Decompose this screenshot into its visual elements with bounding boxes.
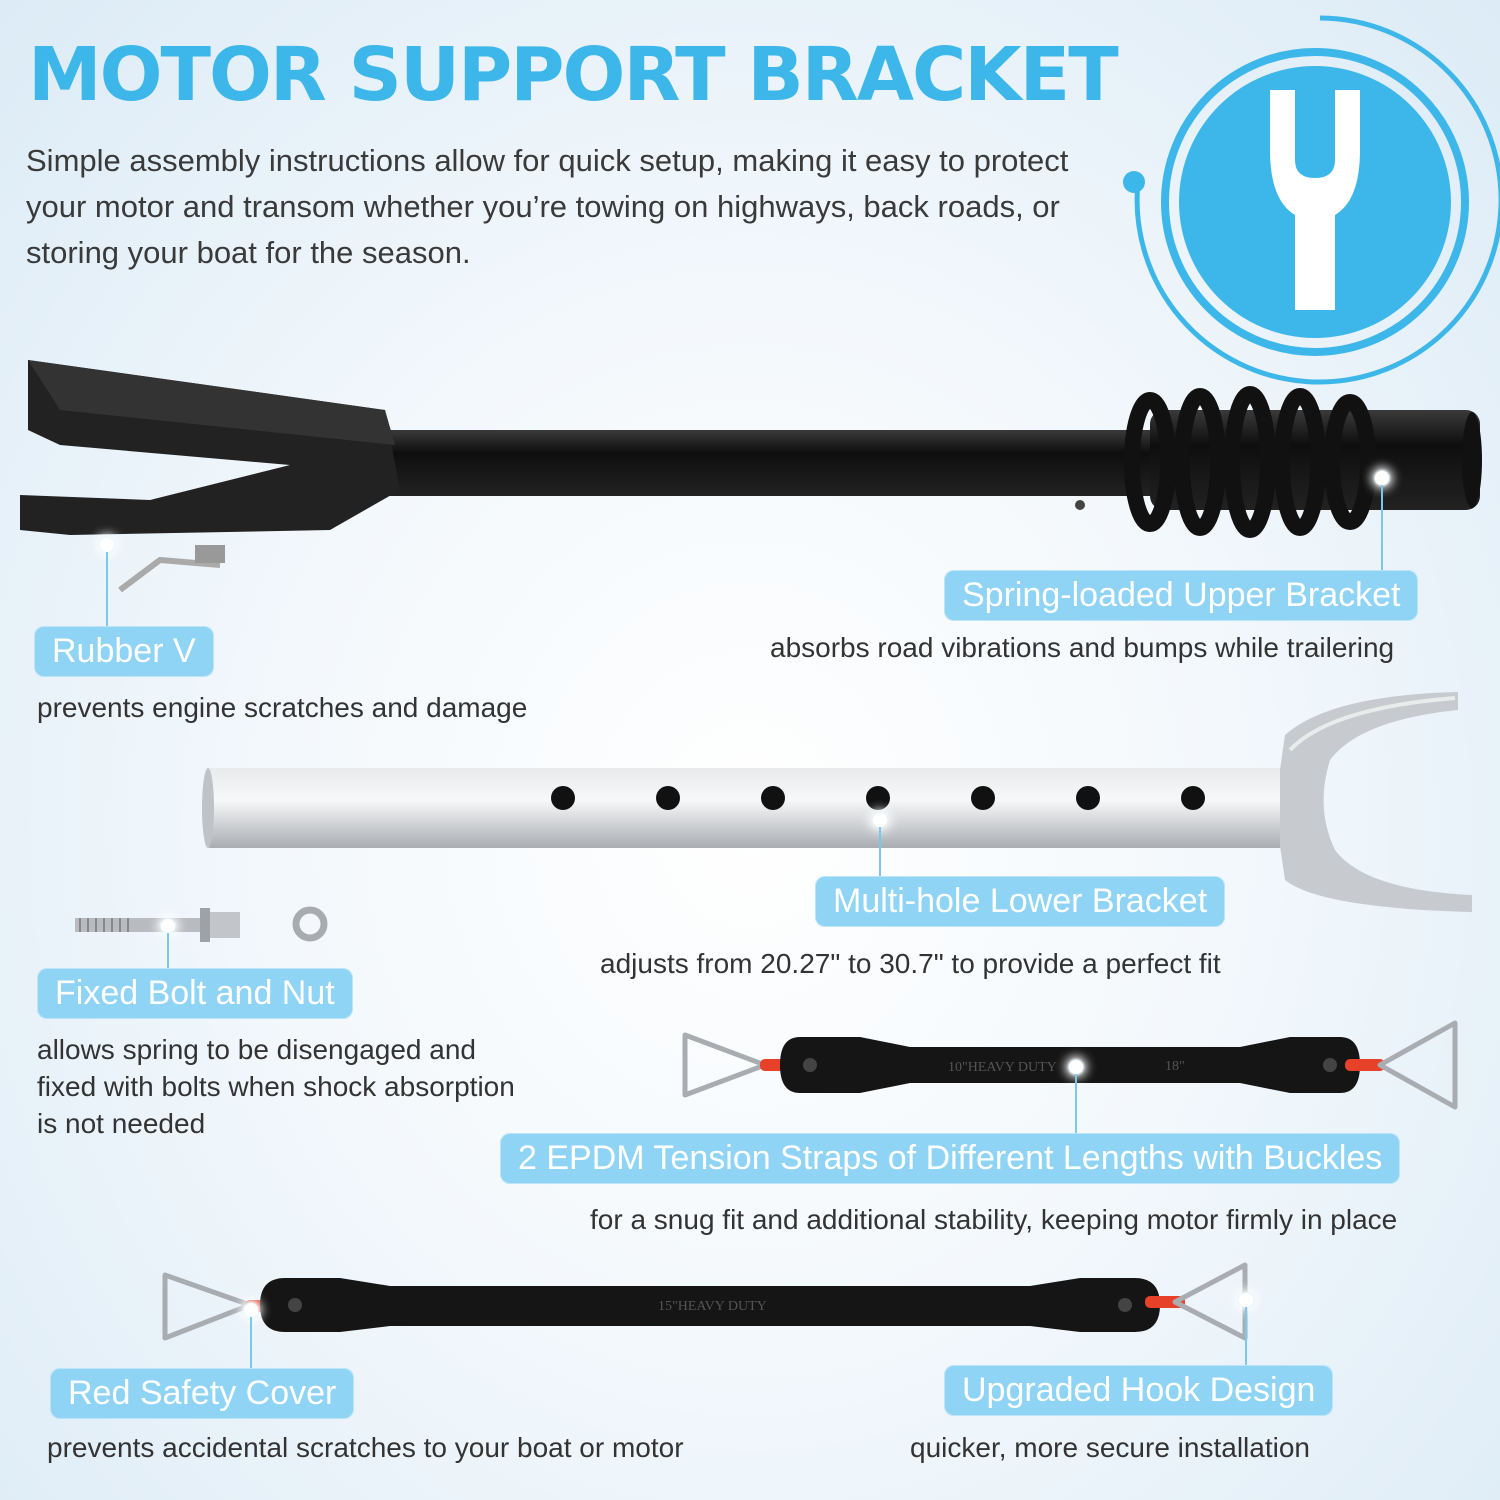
- short-strap-marking-left: 10"HEAVY DUTY: [948, 1060, 1057, 1075]
- wrench-icon: [1123, 15, 1500, 385]
- short-strap-marking-right: 18": [1165, 1059, 1185, 1074]
- safety-cover-desc: prevents accidental scratches to your bo…: [47, 1432, 684, 1463]
- bolt-nut-desc: allows spring to be disengaged and fixed…: [37, 1034, 515, 1139]
- straps-label: 2 EPDM Tension Straps of Different Lengt…: [500, 1133, 1401, 1184]
- long-strap-image: 15"HEAVY DUTY: [162, 1262, 1248, 1341]
- safety-cover-marker: [244, 1303, 258, 1317]
- upper-bracket-desc: absorbs road vibrations and bumps while …: [770, 632, 1395, 663]
- lower-bracket-image: [202, 692, 1472, 912]
- wrench-logo: [1120, 10, 1500, 390]
- page-title: MOTOR SUPPORT BRACKET: [28, 32, 1119, 118]
- rubber-v-label: Rubber V: [34, 626, 214, 677]
- strap-marker: [1069, 1060, 1083, 1074]
- rubber-v-desc: prevents engine scratches and damage: [37, 692, 528, 723]
- long-strap-marking: 15"HEAVY DUTY: [658, 1299, 767, 1314]
- bolt-marker: [161, 919, 175, 933]
- hook-desc: quicker, more secure installation: [910, 1432, 1310, 1463]
- spring-marker: [1375, 471, 1389, 485]
- upper-bracket-label: Spring-loaded Upper Bracket: [944, 570, 1419, 621]
- lower-bracket-desc: adjusts from 20.27" to 30.7" to provide …: [600, 948, 1221, 979]
- straps-desc: for a snug fit and additional stability,…: [590, 1204, 1398, 1235]
- lower-bracket-label: Multi-hole Lower Bracket: [815, 876, 1226, 927]
- intro-text: Simple assembly instructions allow for q…: [26, 143, 1069, 270]
- hook-label: Upgraded Hook Design: [944, 1365, 1334, 1416]
- upper-bracket-image: [20, 360, 1482, 593]
- lower-bracket-marker: [873, 813, 887, 827]
- bolt-nut-label: Fixed Bolt and Nut: [37, 968, 353, 1019]
- rubber-v-marker: [100, 538, 114, 552]
- safety-cover-label: Red Safety Cover: [50, 1368, 355, 1419]
- hook-marker: [1239, 1293, 1253, 1307]
- bolt-nut-image: [75, 906, 328, 942]
